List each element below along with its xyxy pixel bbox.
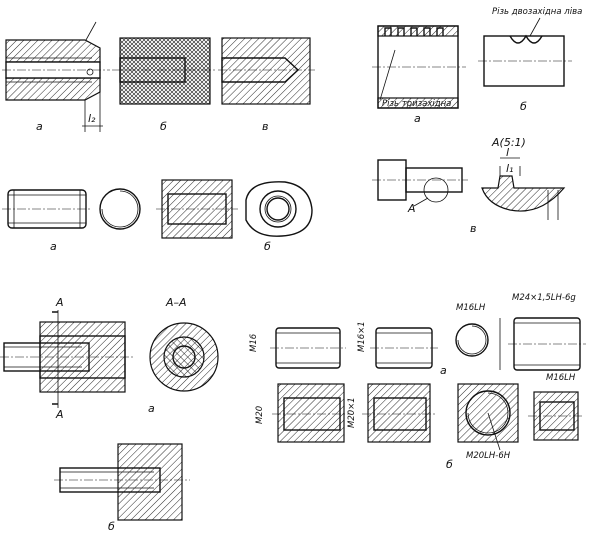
fig-detail-A: A(5:1) l l₁	[481, 136, 566, 220]
dim-l: l	[506, 146, 509, 159]
label-b-3: б	[264, 240, 271, 253]
fig-designations-b: M20 M20×1 M20LH-6H M16LH б	[255, 373, 584, 471]
label-m20x1: M20×1	[347, 397, 357, 428]
label-b-4: б	[108, 520, 115, 533]
fig-screw-end: а	[2, 188, 141, 253]
fig-double-left-thread: Різь двозахідна ліва б	[478, 7, 582, 113]
label-triple-thread: Різь тризахідна	[382, 99, 451, 109]
label-a-3: а	[50, 240, 57, 253]
fig-triple-thread: Різь тризахідна а	[372, 25, 466, 125]
label-m16lh-2: M16LH	[546, 373, 576, 383]
label-A-view-ref: A	[407, 202, 416, 215]
fig-bolt-view: A в	[372, 159, 476, 235]
label-v-1: в	[262, 120, 268, 133]
label-a-2: а	[414, 112, 421, 125]
label-A-cut-top: A	[55, 296, 64, 309]
fig-designations-a: M16 M16×1 M16LH M24×1,5LH-6g а	[249, 293, 586, 377]
label-m20: M20	[255, 406, 265, 424]
label-m16: M16	[249, 333, 259, 352]
label-a-1: а	[36, 120, 43, 133]
label-double-left-thread: Різь двозахідна ліва	[492, 7, 582, 17]
fig-top-left-a: а l₂	[2, 21, 110, 133]
label-b-5: б	[446, 458, 453, 471]
dim-l2: l₂	[88, 112, 96, 125]
label-A-cut-bottom: A	[55, 408, 64, 421]
fig-bolt-in-nut-b: б	[54, 443, 190, 533]
label-detail-A: A(5:1)	[491, 136, 526, 149]
label-b-2: б	[520, 100, 527, 113]
fig-nut-section: б	[156, 179, 313, 253]
label-a-4: а	[148, 402, 155, 415]
label-m24: M24×1,5LH-6g	[512, 293, 576, 303]
label-m20lh: M20LH-6H	[466, 451, 511, 461]
dim-l1: l₁	[506, 162, 513, 175]
label-a-5: а	[440, 364, 447, 377]
fig-top-left-v: в	[218, 37, 315, 133]
label-section-AA: A–A	[165, 296, 187, 309]
fig-top-left-b: б	[112, 37, 215, 133]
fig-section-AA: A–A	[149, 296, 219, 392]
fig-bolt-in-nut-a: A A а	[0, 296, 155, 421]
label-v-2: в	[470, 222, 476, 235]
label-m16x1: M16×1	[357, 321, 367, 352]
label-m16lh: M16LH	[456, 303, 486, 313]
label-b-1: б	[160, 120, 167, 133]
